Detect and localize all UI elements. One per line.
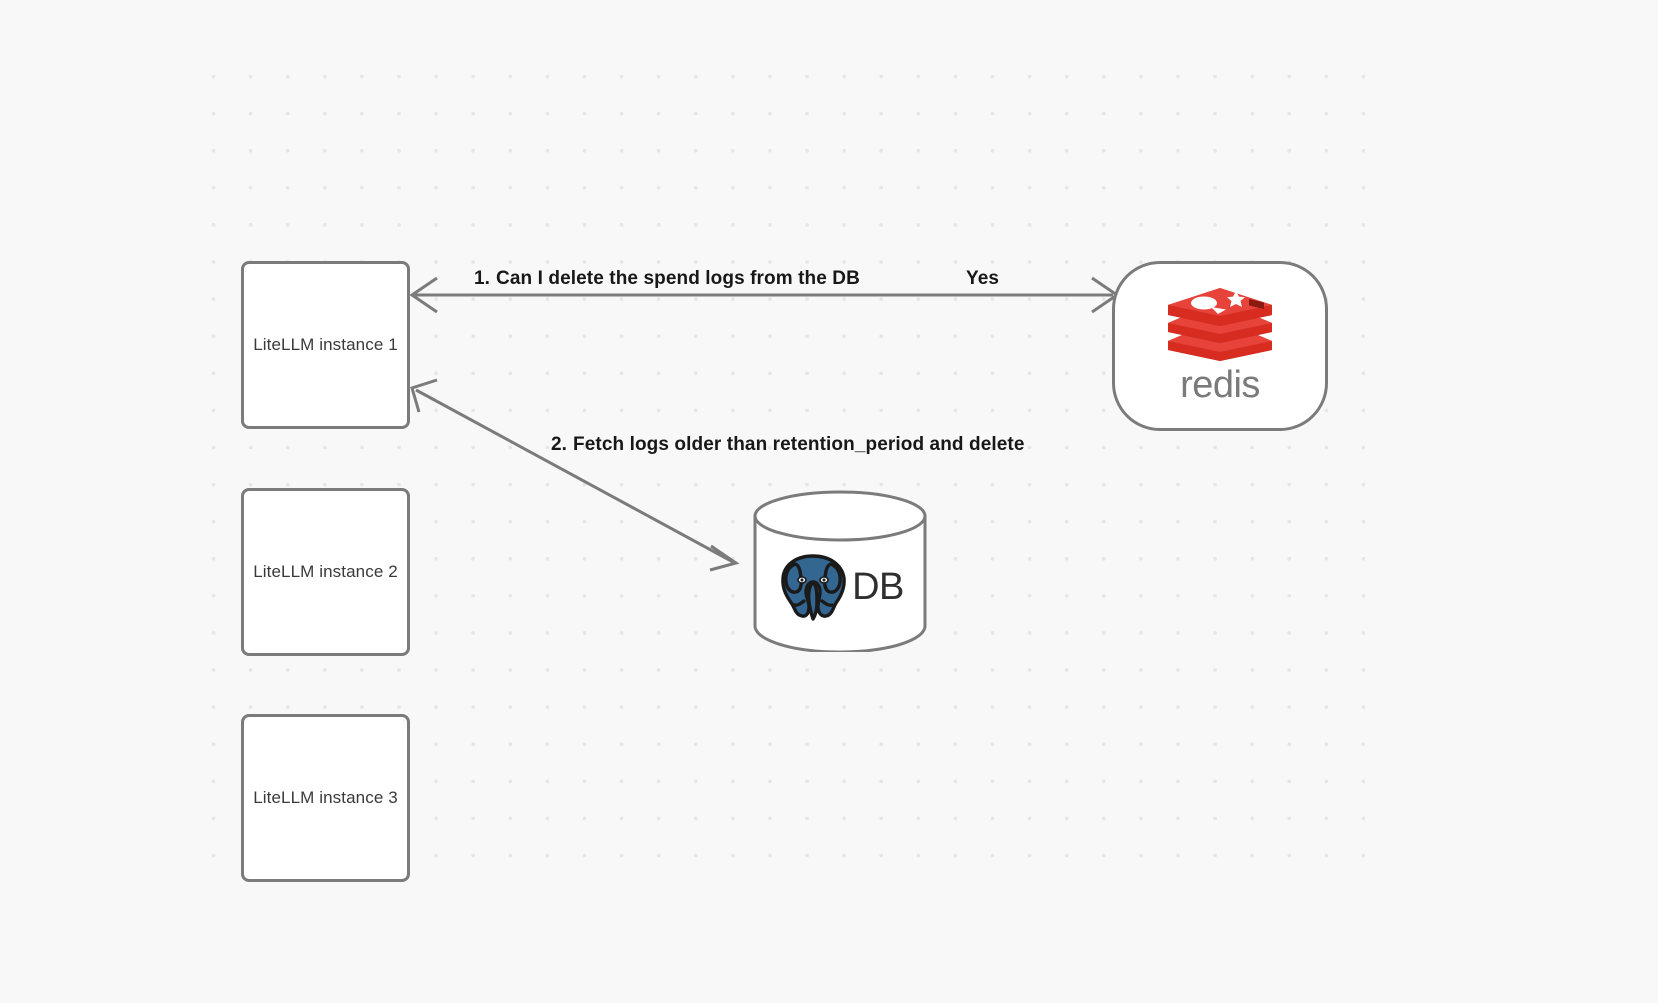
edge-1-number: 1. [474,268,491,289]
redis-wordmark: redis [1180,365,1260,405]
database-label: DB [852,566,904,608]
edge-2-number: 2. [551,434,568,455]
edge-1-reply-label: Yes [966,268,1000,289]
edge-2-text: Fetch logs older than retention_period a… [573,434,1025,455]
edge-1-text: Can I delete the spend logs from the DB [496,268,860,289]
node-litellm-instance-2-label: LiteLLM instance 2 [253,562,398,581]
edge-2-label: 2.Fetch logs older than retention_period… [551,434,1025,456]
redis-logo-group: redis [1162,287,1278,405]
node-litellm-instance-1[interactable]: LiteLLM instance 1 [241,261,410,429]
node-redis[interactable]: redis [1112,261,1328,431]
svg-text:redis: redis [1180,365,1260,405]
database-logo-group: DB [752,532,928,642]
postgresql-elephant-icon [781,554,846,621]
node-litellm-instance-3-label: LiteLLM instance 3 [253,788,398,807]
edge-1-label: 1.Can I delete the spend logs from the D… [474,268,860,290]
node-litellm-instance-1-label: LiteLLM instance 1 [253,335,398,354]
redis-logo-icon [1168,287,1272,361]
node-litellm-instance-2[interactable]: LiteLLM instance 2 [241,488,410,656]
node-database[interactable]: DB [752,490,928,652]
edge-litellm1-to-db [410,378,740,572]
node-litellm-instance-3[interactable]: LiteLLM instance 3 [241,714,410,882]
